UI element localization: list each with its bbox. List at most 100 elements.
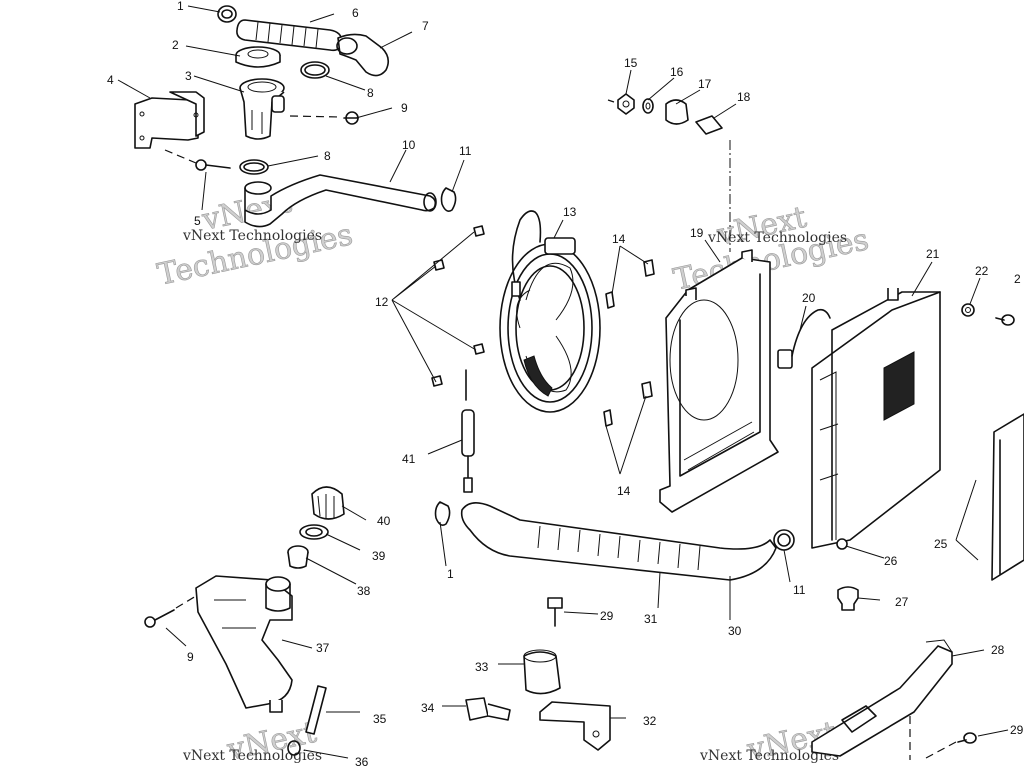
part-screws-12 [431, 225, 485, 387]
part-clamp-11-lower [773, 529, 795, 551]
callout-9-lower: 9 [187, 650, 194, 664]
callout-21: 21 [926, 247, 940, 261]
part-clamp-8-upper [300, 61, 330, 79]
callout-30: 30 [728, 624, 742, 638]
part-clamp-11-upper [440, 187, 457, 212]
part-radiator-cap-2 [235, 46, 281, 68]
part-mount-28 [811, 639, 953, 757]
callout-labels: 1 6 7 2 8 4 3 9 8 10 11 5 15 16 17 18 13… [107, 0, 1024, 768]
part-bracket-33 [523, 649, 561, 695]
part-bracket-32 [539, 701, 611, 751]
part-bolt-34 [465, 697, 511, 721]
callout-11-lower: 11 [793, 583, 806, 597]
callout-10: 10 [402, 138, 416, 152]
part-washer-16 [642, 98, 654, 114]
part-filler-neck-3 [239, 78, 285, 140]
part-nut-22 [961, 303, 975, 317]
part-grommet-17 [665, 99, 689, 125]
part-hose-10 [244, 174, 437, 228]
callout-41: 41 [402, 452, 416, 466]
part-bracket-4 [134, 91, 205, 149]
part-bolt-29-right [957, 732, 977, 744]
callout-17: 17 [698, 77, 712, 91]
part-hose-clamp-top [217, 5, 237, 23]
part-screw-9-lower [144, 609, 175, 628]
callout-27: 27 [895, 595, 909, 609]
part-sensor-20 [777, 308, 831, 369]
watermark-brand-1: vNext Technologies [182, 228, 322, 244]
callout-15: 15 [624, 56, 638, 70]
part-elbow-7 [336, 33, 390, 77]
callout-19: 19 [690, 226, 704, 240]
callout-32: 32 [643, 714, 657, 728]
callout-26: 26 [884, 554, 898, 568]
callout-37: 37 [316, 641, 330, 655]
callout-8-lower: 8 [324, 149, 331, 163]
leader-lines [117, 5, 1009, 759]
callout-9-upper: 9 [401, 101, 408, 115]
part-radiator-21 [811, 288, 941, 550]
callout-16: 16 [670, 65, 684, 79]
callout-4: 4 [107, 73, 114, 87]
part-hose-6 [236, 19, 343, 52]
part-screw-5 [195, 159, 231, 171]
callout-33: 33 [475, 660, 489, 674]
watermark-brand-4: vNext Technologies [699, 748, 839, 764]
dashed-line-15 [607, 99, 615, 103]
callout-29-right: 29 [1010, 723, 1024, 737]
callout-31: 31 [644, 612, 658, 626]
part-bushing-38 [287, 545, 309, 569]
callout-38: 38 [357, 584, 371, 598]
callout-11-upper: 11 [459, 144, 472, 158]
callout-29: 29 [600, 609, 614, 623]
part-bottle-37 [195, 575, 293, 713]
callout-39: 39 [372, 549, 386, 563]
part-fan-13 [499, 210, 601, 413]
callout-25: 25 [934, 537, 948, 551]
callout-6: 6 [352, 6, 359, 20]
callout-36: 36 [355, 755, 369, 768]
callout-3: 3 [185, 69, 192, 83]
dashed-line-9-lower [175, 595, 197, 609]
part-clip-14-lower [603, 381, 653, 427]
callout-28: 28 [991, 643, 1005, 657]
part-screw-9-upper [343, 111, 359, 125]
part-bolt-2x-right [995, 314, 1015, 326]
callout-40: 40 [377, 514, 391, 528]
callout-1-lower: 1 [447, 567, 454, 581]
dashed-line-29-right [925, 741, 957, 759]
callout-2-cut: 2 [1014, 272, 1021, 286]
part-clamp-36 [287, 740, 301, 756]
callout-7: 7 [422, 19, 429, 33]
callout-1-top: 1 [177, 0, 184, 13]
part-grommet-27 [837, 586, 859, 611]
callout-14-upper: 14 [612, 232, 626, 246]
part-clip-14-upper [605, 259, 655, 309]
part-tube-35 [305, 685, 327, 735]
part-hose-31 [460, 502, 777, 581]
callout-14-lower: 14 [617, 484, 631, 498]
callout-18: 18 [737, 90, 751, 104]
dashed-line-4-5 [164, 149, 197, 164]
part-nut-15 [617, 93, 635, 115]
callout-8-upper: 8 [367, 86, 374, 100]
part-sensor-41 [461, 369, 475, 493]
callout-13: 13 [563, 205, 577, 219]
watermark-brand-3: vNext Technologies [182, 748, 322, 764]
part-spacer-18 [695, 115, 723, 135]
dashed-line-9 [289, 115, 341, 118]
callout-2: 2 [172, 38, 179, 52]
callout-20: 20 [802, 291, 816, 305]
callout-34: 34 [421, 701, 435, 715]
part-bolt-29 [547, 597, 563, 627]
part-screen-25 [991, 413, 1024, 581]
callout-12: 12 [375, 295, 389, 309]
part-clamp-8-lower [239, 159, 269, 175]
part-gasket-39 [299, 524, 329, 540]
callout-35: 35 [373, 712, 387, 726]
watermark-brand-2: vNext Technologies [707, 230, 847, 246]
callout-22: 22 [975, 264, 989, 278]
part-cap-40 [311, 486, 345, 520]
part-shroud-19 [659, 249, 779, 513]
